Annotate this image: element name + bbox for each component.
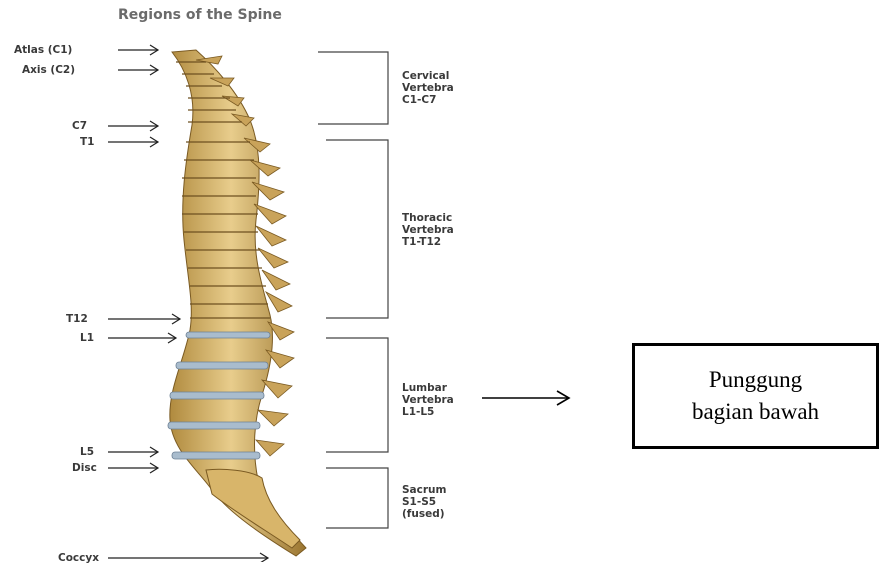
region-lumbar: Lumbar Vertebra L1-L5 [402,382,454,418]
region-lumbar-line2: Vertebra [402,394,454,406]
region-cervical-line1: Cervical [402,70,454,82]
label-disc: Disc [72,462,97,474]
label-c7: C7 [72,120,87,132]
region-sacrum-line2: S1-S5 [402,496,446,508]
label-atlas: Atlas (C1) [14,44,72,56]
label-axis: Axis (C2) [22,64,75,76]
label-t1: T1 [80,136,94,148]
region-sacrum-line1: Sacrum [402,484,446,496]
region-thoracic-line2: Vertebra [402,224,454,236]
callout-line2: bagian bawah [692,396,819,428]
region-cervical: Cervical Vertebra C1-C7 [402,70,454,106]
callout-box: Punggung bagian bawah [632,343,879,449]
region-thoracic-line3: T1-T12 [402,236,454,248]
region-sacrum: Sacrum S1-S5 (fused) [402,484,446,520]
region-cervical-line3: C1-C7 [402,94,454,106]
region-thoracic-line1: Thoracic [402,212,454,224]
label-l5: L5 [80,446,94,458]
region-lumbar-line3: L1-L5 [402,406,454,418]
callout-line1: Punggung [709,364,802,396]
region-brackets [318,52,388,528]
region-lumbar-line1: Lumbar [402,382,454,394]
sacrum [206,469,300,548]
label-l1: L1 [80,332,94,344]
label-coccyx: Coccyx [58,552,99,564]
label-t12: T12 [66,313,88,325]
region-cervical-line2: Vertebra [402,82,454,94]
callout-arrow [482,391,569,405]
region-thoracic: Thoracic Vertebra T1-T12 [402,212,454,248]
region-sacrum-line3: (fused) [402,508,446,520]
